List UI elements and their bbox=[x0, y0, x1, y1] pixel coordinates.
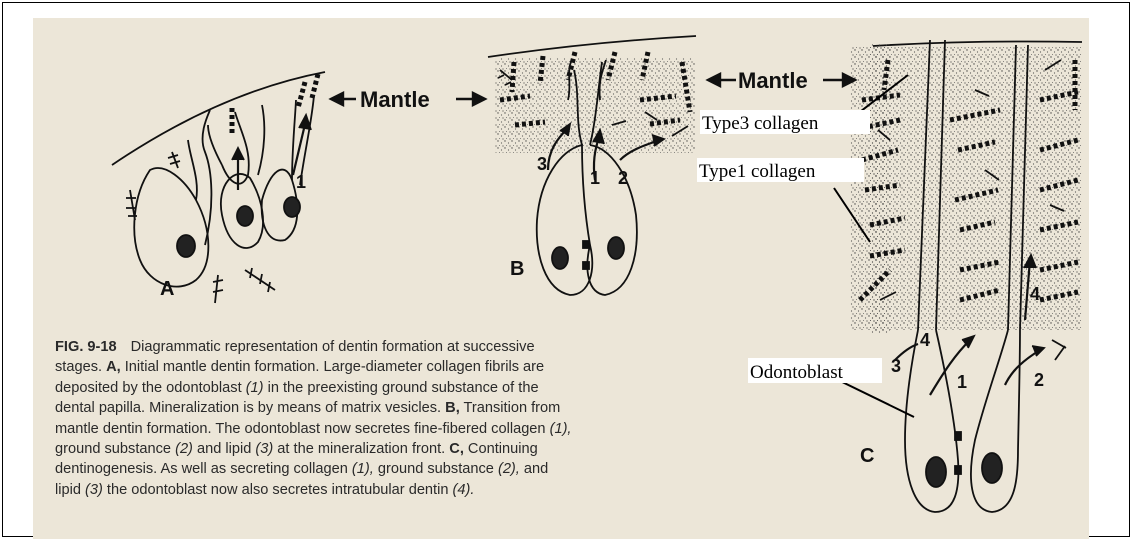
type1-collagen-annotation: Type1 collagen bbox=[699, 161, 816, 182]
caption-ref: (3) bbox=[255, 441, 273, 457]
caption-text: ground substance bbox=[374, 461, 498, 477]
caption-text: ground substance bbox=[55, 441, 175, 457]
caption-text: Initial mantle dentin formation. Large-d… bbox=[121, 359, 544, 375]
type3-collagen-annotation: Type3 collagen bbox=[702, 113, 819, 134]
caption-ref: (1) bbox=[246, 380, 264, 396]
caption-text: and lipid bbox=[193, 441, 255, 457]
label-c-1: 1 bbox=[957, 372, 967, 392]
panel-c-drawing bbox=[850, 40, 1082, 512]
label-b-3: 3 bbox=[537, 154, 547, 174]
caption-line-1: FIG. 9-18 Diagrammatic representation of … bbox=[55, 337, 755, 357]
label-c-4-right: 4 bbox=[1030, 284, 1040, 304]
label-a-1: 1 bbox=[296, 172, 306, 192]
caption-text: at the mineralization front. bbox=[273, 441, 445, 457]
caption-text: Diagrammatic representation of dentin fo… bbox=[131, 339, 535, 355]
caption-text: dentinogenesis. As well as secreting col… bbox=[55, 461, 352, 477]
caption-text: the odontoblast now also secretes intrat… bbox=[103, 482, 453, 498]
figure-caption: FIG. 9-18 Diagrammatic representation of … bbox=[55, 337, 755, 500]
caption-label-a: A, bbox=[106, 359, 121, 375]
label-c-2: 2 bbox=[1034, 370, 1044, 390]
caption-text: Continuing bbox=[464, 441, 538, 457]
caption-ref: (4). bbox=[453, 482, 475, 498]
caption-line-6: ground substance (2) and lipid (3) at th… bbox=[55, 439, 755, 459]
caption-ref: (3) bbox=[85, 482, 103, 498]
panel-b-label: B bbox=[510, 258, 524, 280]
label-c-3: 3 bbox=[891, 356, 901, 376]
caption-line-8: lipid (3) the odontoblast now also secre… bbox=[55, 480, 755, 500]
label-c-4-left: 4 bbox=[920, 330, 930, 350]
caption-line-3: deposited by the odontoblast (1) in the … bbox=[55, 378, 755, 398]
caption-text: dental papilla. Mineralization is by mea… bbox=[55, 400, 441, 416]
caption-label-b: B, bbox=[445, 400, 460, 416]
panel-a-label: A bbox=[160, 278, 174, 300]
caption-line-7: dentinogenesis. As well as secreting col… bbox=[55, 459, 755, 479]
caption-line-4: dental papilla. Mineralization is by mea… bbox=[55, 398, 755, 418]
caption-text: lipid bbox=[55, 482, 85, 498]
panel-b-drawing bbox=[488, 36, 696, 295]
caption-text: deposited by the odontoblast bbox=[55, 380, 246, 396]
panel-c-label: C bbox=[860, 445, 874, 467]
caption-label-c: C, bbox=[449, 441, 464, 457]
caption-text: in the preexisting ground substance of t… bbox=[264, 380, 539, 396]
mantle-label-right: Mantle bbox=[738, 68, 808, 93]
caption-line-2: stages. A, Initial mantle dentin formati… bbox=[55, 357, 755, 377]
caption-ref: (2), bbox=[498, 461, 520, 477]
caption-text: mantle dentin formation. The odontoblast… bbox=[55, 421, 550, 437]
caption-ref: (1), bbox=[550, 421, 572, 437]
odontoblast-annotation: Odontoblast bbox=[750, 362, 844, 383]
caption-text: and bbox=[520, 461, 548, 477]
caption-ref: (2) bbox=[175, 441, 193, 457]
label-b-1: 1 bbox=[590, 168, 600, 188]
label-b-2: 2 bbox=[618, 168, 628, 188]
panel-a-drawing bbox=[112, 72, 325, 303]
mantle-label-left: Mantle bbox=[360, 87, 430, 112]
caption-ref: (1), bbox=[352, 461, 374, 477]
caption-text: Transition from bbox=[460, 400, 561, 416]
caption-text: stages. bbox=[55, 359, 106, 375]
caption-line-5: mantle dentin formation. The odontoblast… bbox=[55, 419, 755, 439]
figure-number: FIG. 9-18 bbox=[55, 339, 117, 355]
